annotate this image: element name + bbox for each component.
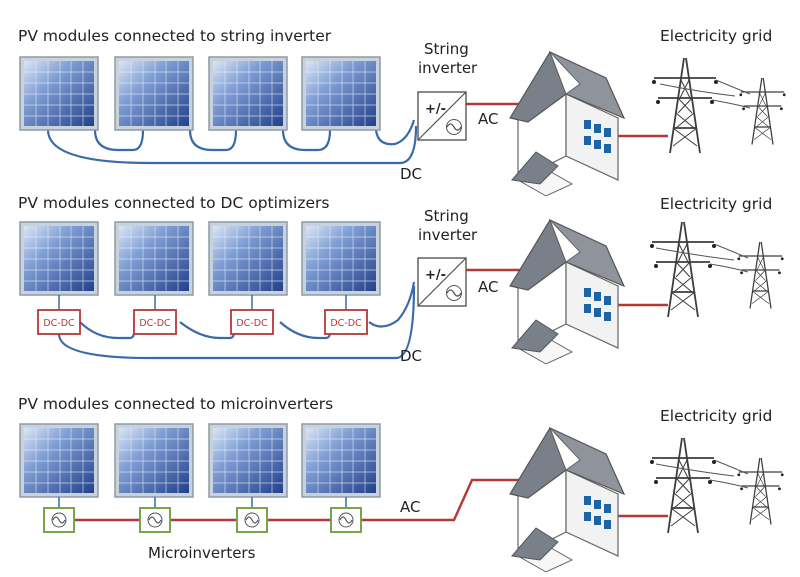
solar-panel-icon [114,56,194,131]
solar-panel-icon [208,56,288,131]
inverter-label-line2: inverter [418,59,478,77]
ac-label: AC [400,498,420,516]
inverter-symbol: +/- [425,268,446,283]
transmission-tower-icon [649,437,785,534]
ac-label: AC [478,278,498,296]
transmission-tower-icon [649,221,785,318]
microinverters-label: Microinverters [148,544,256,562]
dc-wiring [46,119,418,165]
solar-panel-icon [19,56,99,131]
transmission-tower-icon [651,57,787,154]
house-icon [509,51,625,197]
solar-panel-icon [114,423,194,498]
solar-panel-icon [208,221,288,296]
inverter-symbol: +/- [425,102,446,117]
grid-label: Electricity grid [660,407,772,425]
solar-panel-icon [114,221,194,296]
solar-panel-icon [19,221,99,296]
microinverter-icon [43,507,75,533]
optimizer-label: DC-DC [330,318,362,329]
microinverter-icon [236,507,268,533]
inverter-label-line1: String [424,40,469,58]
solar-panel-icon [301,221,381,296]
optimizer-label: DC-DC [236,318,268,329]
optimizer-label: DC-DC [139,318,171,329]
grid-label: Electricity grid [660,195,772,213]
inverter-label-line1: String [424,207,469,225]
solar-panel-icon [301,56,381,131]
dc-label: DC [400,165,422,183]
dc-label: DC [400,347,422,365]
row-1-heading: PV modules connected to string inverter [18,27,332,45]
row-microinverters: PV modules connected to microinverters M… [18,395,785,573]
house-icon [509,219,625,365]
solar-panel-icon [301,423,381,498]
row-3-heading: PV modules connected to microinverters [18,395,333,413]
row-2-heading: PV modules connected to DC optimizers [18,194,329,212]
dc-optimizer-icon: DC-DC [230,309,274,335]
solar-panel-icon [19,423,99,498]
house-icon [509,427,625,573]
row-string-inverter: PV modules connected to string inverter … [18,27,787,197]
inverter-label-line2: inverter [418,226,478,244]
microinverter-icon [330,507,362,533]
optimizer-label: DC-DC [43,318,75,329]
row-dc-optimizers: PV modules connected to DC optimizers DC… [18,194,785,365]
microinverter-icon [139,507,171,533]
dc-optimizer-icon: DC-DC [133,309,177,335]
dc-optimizer-icon: DC-DC [37,309,81,335]
dc-optimizer-icon: DC-DC [324,309,368,335]
grid-label: Electricity grid [660,27,772,45]
ac-label: AC [478,110,498,128]
ac-wiring [74,478,668,522]
solar-panel-icon [208,423,288,498]
